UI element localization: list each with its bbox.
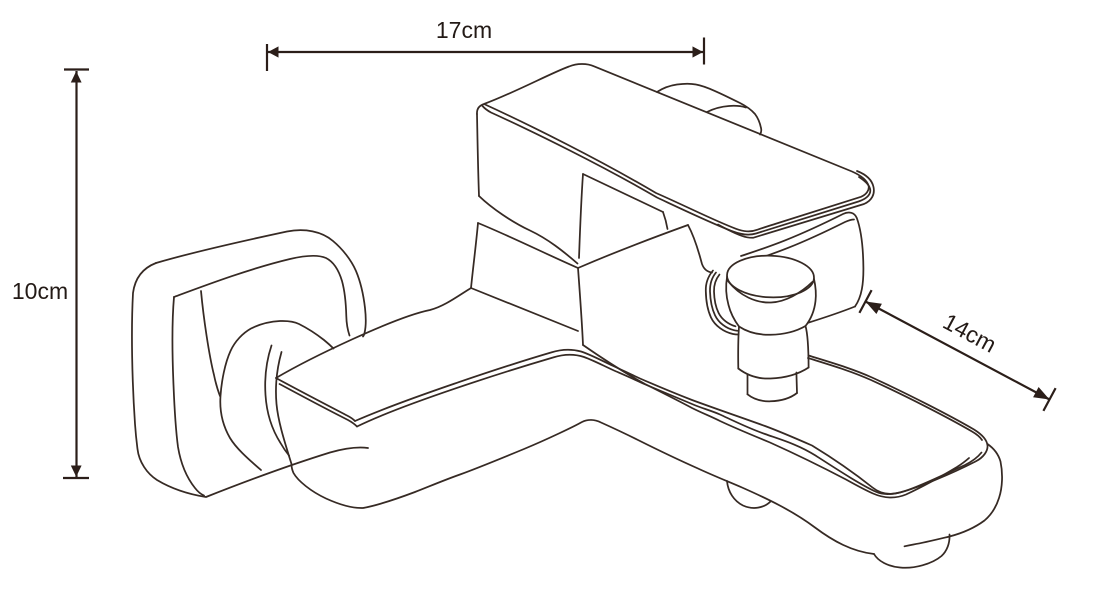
svg-text:10cm: 10cm bbox=[12, 278, 68, 304]
svg-text:17cm: 17cm bbox=[436, 17, 492, 43]
svg-text:14cm: 14cm bbox=[939, 308, 1001, 358]
